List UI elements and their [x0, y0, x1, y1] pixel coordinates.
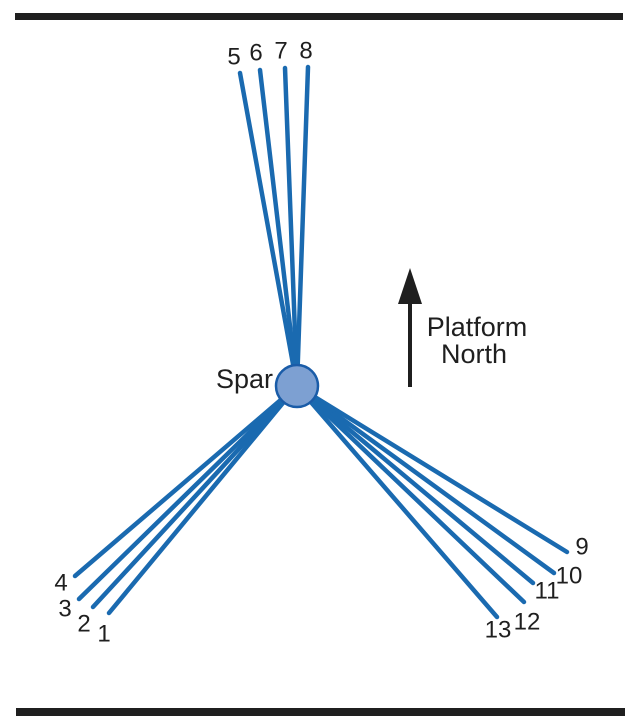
mooring-line-5 [237, 70, 300, 389]
mooring-line-label-5: 5 [227, 44, 240, 71]
mooring-line-11 [294, 383, 536, 586]
mooring-line-4 [72, 383, 300, 579]
spar-label: Spar [216, 364, 273, 394]
mooring-line-label-6: 6 [249, 40, 262, 67]
mooring-line-label-1: 1 [97, 621, 110, 648]
mooring-line-2 [90, 383, 300, 610]
mooring-line-label-9: 9 [575, 534, 588, 561]
mooring-line-label-2: 2 [77, 611, 90, 638]
mooring-line-6 [257, 67, 300, 389]
mooring-line-9 [294, 383, 570, 555]
mooring-line-1 [106, 383, 300, 616]
spar-circle [274, 363, 320, 409]
platform-north-label-line2: North [441, 339, 507, 369]
platform-north-label-line1: Platform [427, 312, 528, 342]
mooring-line-label-10: 10 [556, 563, 583, 590]
mooring-line-label-8: 8 [299, 38, 312, 65]
mooring-line-label-12: 12 [514, 609, 541, 636]
mooring-line-7 [282, 65, 300, 389]
mooring-line-13 [294, 383, 500, 620]
mooring-line-label-13: 13 [485, 617, 512, 644]
mooring-line-8 [294, 64, 311, 389]
mooring-line-3 [76, 383, 300, 602]
mooring-line-label-11: 11 [535, 578, 560, 605]
mooring-line-12 [294, 383, 527, 605]
mooring-line-label-3: 3 [58, 596, 71, 623]
top-border-bar [15, 13, 623, 20]
mooring-line-label-4: 4 [54, 570, 67, 597]
mooring-line-label-7: 7 [274, 38, 287, 65]
north-arrow-head-icon [398, 268, 422, 304]
bottom-border-bar [16, 708, 625, 716]
mooring-line-10 [294, 383, 557, 576]
